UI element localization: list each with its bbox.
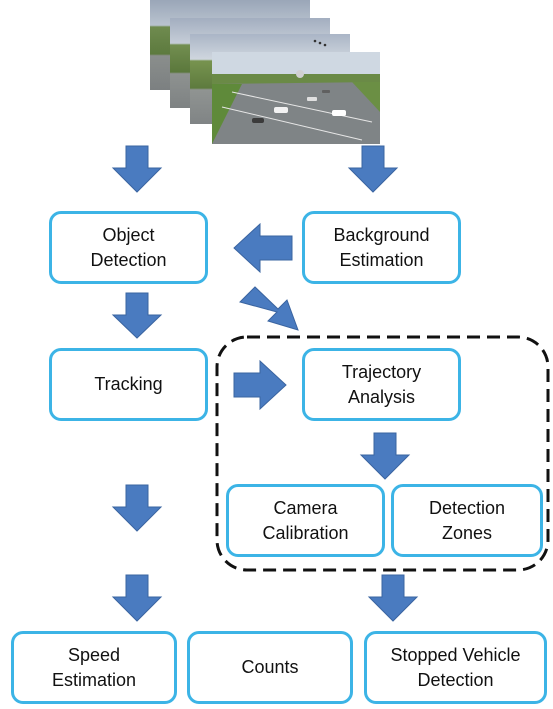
video-frame-stack [150,0,380,145]
background-estimation-label: Background Estimation [333,224,430,270]
arrow-down-icon [111,574,163,622]
detection-zones-label: Detection Zones [428,497,506,543]
trajectory-analysis-label: Trajectory Analysis [341,361,422,407]
object-detection-label: Object Detection [90,224,167,270]
dashed-region [215,335,550,572]
detection-zones-box: Detection Zones [391,484,543,557]
arrow-down-icon [111,145,163,193]
arrow-down-icon [111,292,163,339]
trajectory-analysis-box: Trajectory Analysis [302,348,461,421]
arrow-diagonal-icon [239,286,299,331]
highway-frame [212,52,380,144]
tracking-label: Tracking [94,374,163,394]
arrow-left-icon [233,222,293,274]
stopped-vehicle-detection-label: Stopped Vehicle Detection [390,644,521,690]
speed-estimation-box: Speed Estimation [11,631,177,704]
arrow-right-icon [233,359,287,411]
arrow-down-icon [367,574,419,622]
object-detection-box: Object Detection [49,211,208,284]
arrow-down-icon [359,432,411,480]
arrow-down-icon [111,484,163,532]
counts-label: Counts [241,657,299,677]
camera-calibration-box: Camera Calibration [226,484,385,557]
speed-estimation-label: Speed Estimation [51,644,137,690]
camera-calibration-label: Camera Calibration [262,497,349,543]
tracking-box: Tracking [49,348,208,421]
arrow-down-icon [347,145,399,193]
ellipsis-icon [313,39,327,47]
background-estimation-box: Background Estimation [302,211,461,284]
counts-box: Counts [187,631,353,704]
stopped-vehicle-detection-box: Stopped Vehicle Detection [364,631,547,704]
